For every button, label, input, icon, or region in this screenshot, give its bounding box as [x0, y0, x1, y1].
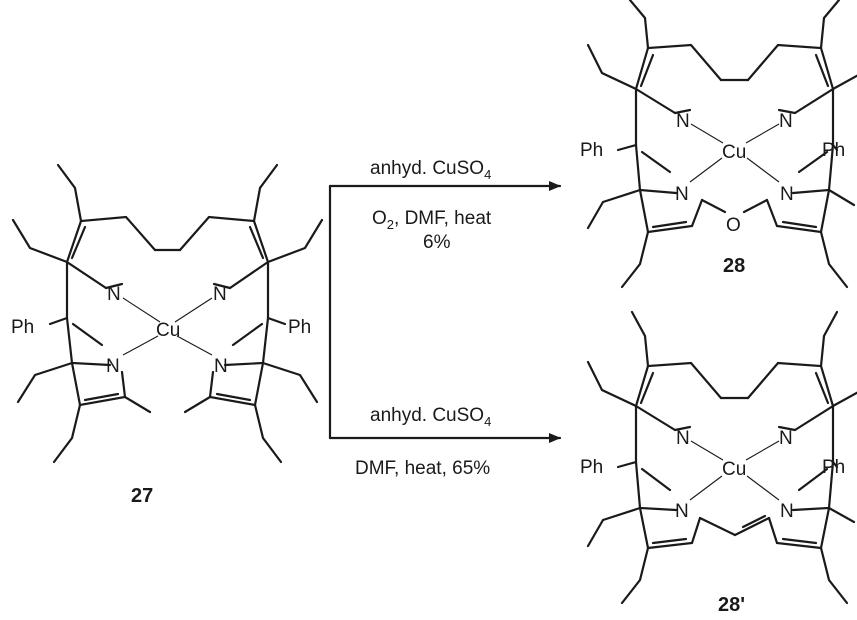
nitrogen-atom: N — [780, 184, 794, 205]
copper-atom: Cu — [722, 459, 746, 480]
nitrogen-atom: N — [675, 501, 689, 522]
phenyl-left-label: Ph — [580, 140, 603, 161]
molecule-27: N N N N Cu Ph Ph — [11, 163, 324, 464]
molecule-28-prime: N N N N Cu Ph Ph — [580, 310, 857, 605]
bottom-reagent: anhyd. CuSO4 — [370, 405, 491, 429]
phenyl-left-label: Ph — [11, 317, 34, 338]
nitrogen-atom: N — [675, 184, 689, 205]
bottom-conditions: DMF, heat, 65% — [355, 458, 490, 479]
phenyl-right-label: Ph — [288, 317, 311, 338]
nitrogen-atom: N — [676, 428, 690, 449]
molecule-28: N N N N Cu O Ph Ph — [580, 0, 857, 289]
top-conditions: O2, DMF, heat — [372, 208, 492, 232]
nitrogen-atom: N — [676, 111, 690, 132]
nitrogen-atom: N — [779, 111, 793, 132]
top-reagent: anhyd. CuSO4 — [370, 158, 491, 182]
nitrogen-atom: N — [106, 356, 120, 377]
phenyl-left-label: Ph — [580, 457, 603, 478]
reaction-arrows — [328, 181, 562, 443]
nitrogen-atom: N — [213, 284, 227, 305]
phenyl-right-label: Ph — [822, 140, 845, 161]
compound-label-28: 28 — [723, 255, 745, 277]
oxygen-atom: O — [726, 215, 741, 236]
top-yield: 6% — [423, 232, 451, 253]
compound-label-27: 27 — [131, 485, 153, 507]
nitrogen-atom: N — [780, 501, 794, 522]
nitrogen-atom: N — [779, 428, 793, 449]
copper-atom: Cu — [722, 142, 746, 163]
copper-atom: Cu — [156, 320, 180, 341]
nitrogen-atom: N — [214, 356, 228, 377]
compound-label-28-prime: 28' — [718, 594, 745, 616]
nitrogen-atom: N — [107, 284, 121, 305]
phenyl-right-label: Ph — [822, 457, 845, 478]
